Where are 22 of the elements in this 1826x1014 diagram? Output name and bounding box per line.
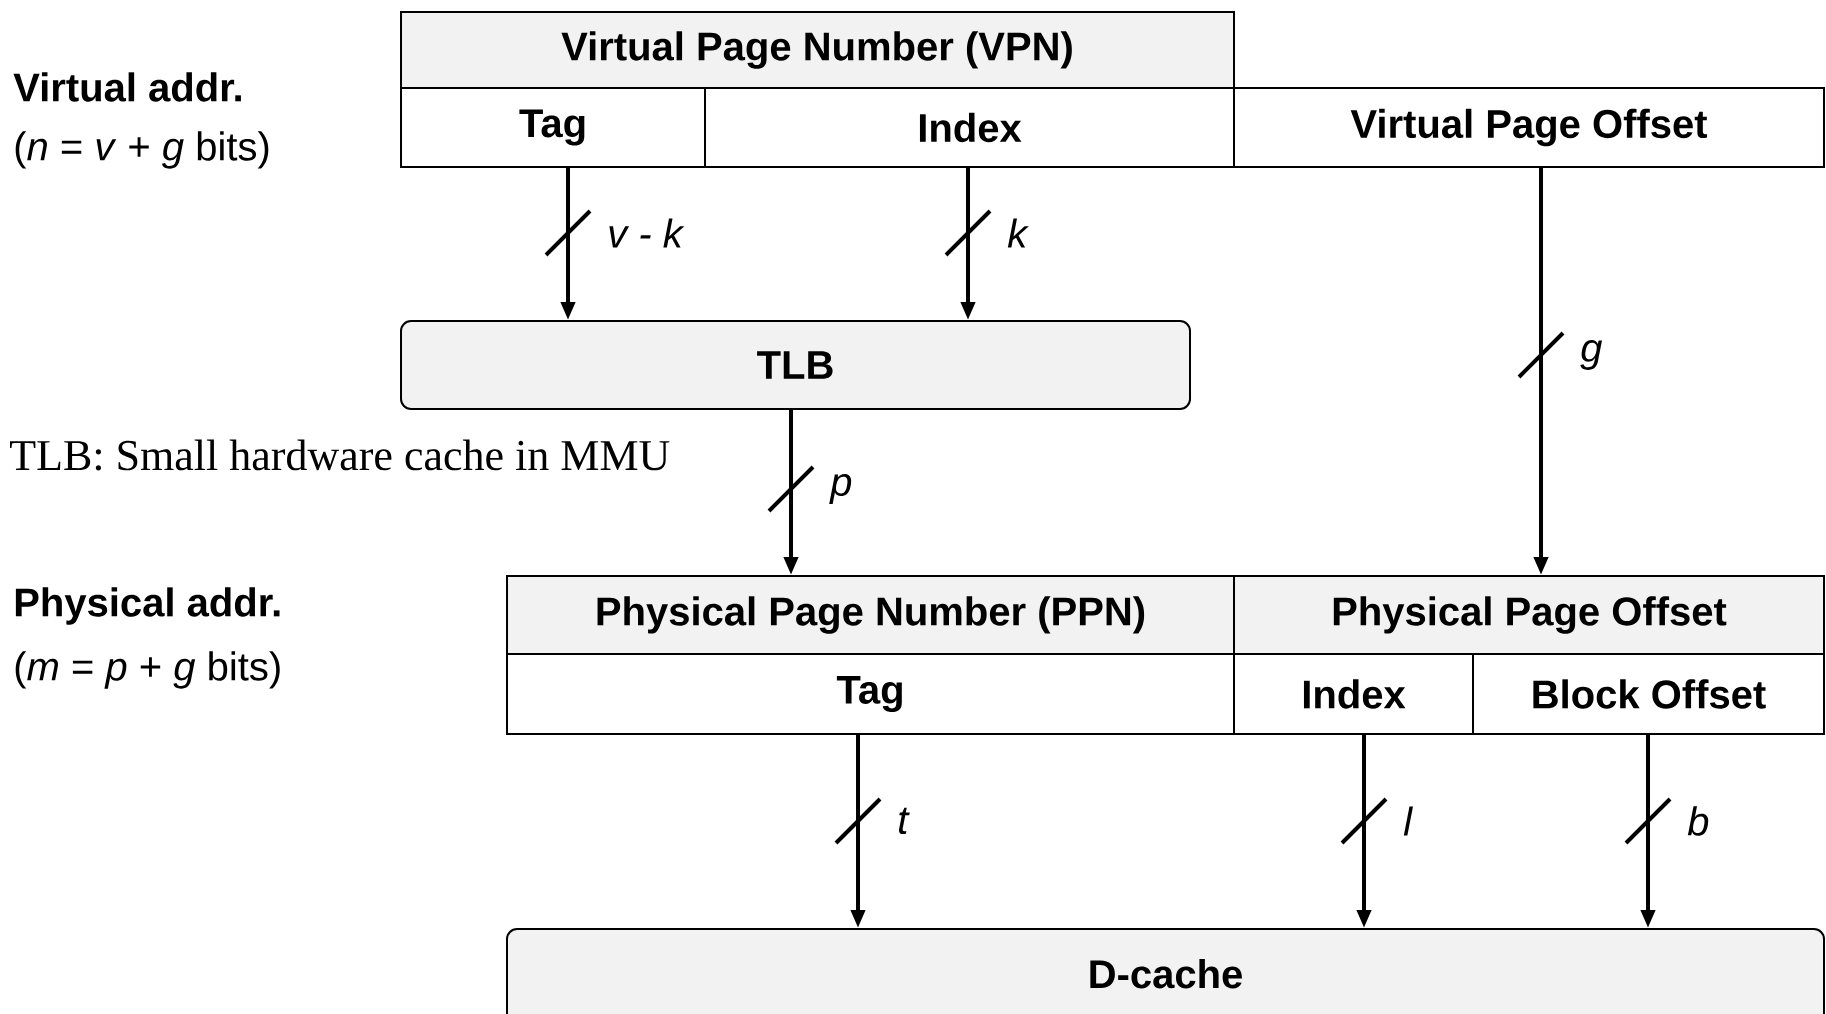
field-box: Virtual Page Number (VPN) (400, 11, 1235, 89)
address-label: (m = p + g bits) (15, 651, 280, 689)
field-box: TLB (400, 320, 1191, 410)
field-box: Virtual Page Offset (1233, 87, 1825, 168)
address-label: Virtual addr. (13, 72, 241, 102)
edge-label: p (829, 474, 852, 504)
edge-label: b (1687, 806, 1709, 836)
edge-label: g (1580, 340, 1603, 370)
field-box: Physical Page Number (PPN) (506, 575, 1235, 655)
field-box: Physical Page Offset (1233, 575, 1825, 655)
address-label: Physical addr. (15, 587, 280, 625)
field-box: Tag (400, 87, 706, 168)
address-label: (n = v + g bits) (15, 131, 269, 169)
edge-label: k (1007, 218, 1029, 248)
field-box: Index (704, 87, 1235, 168)
note-text: TLB: Small hardware cache in MMU (10, 439, 670, 471)
field-box: Block Offset (1472, 653, 1825, 735)
edge-label: l (1403, 806, 1413, 836)
field-box: D-cache (506, 928, 1825, 1014)
field-box: Index (1233, 653, 1474, 735)
edge-label: v - k (609, 218, 685, 248)
edge-label: t (899, 807, 910, 835)
